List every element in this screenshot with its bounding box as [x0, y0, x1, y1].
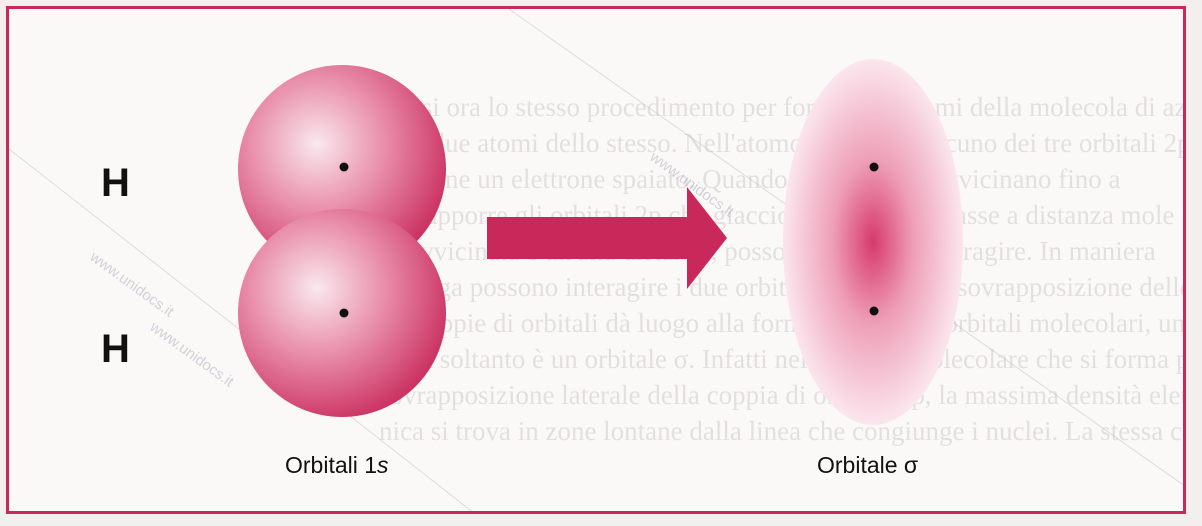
nucleus-dot — [870, 163, 879, 172]
atom-label-h-bottom: H — [101, 327, 130, 372]
caption-orbitale-sigma: Orbitale σ — [817, 452, 918, 479]
nucleus-dot — [340, 163, 349, 172]
caption-orbitali-1s-italic: s — [377, 452, 389, 478]
caption-orbitali-1s: Orbitali 1s — [285, 452, 389, 479]
caption-orbitali-1s-main: Orbitali 1 — [285, 452, 377, 478]
nucleus-dot — [340, 309, 349, 318]
right-arrow — [487, 187, 727, 289]
atom-label-h-top: H — [101, 161, 130, 206]
nucleus-dot — [870, 307, 879, 316]
orbital-sigma — [783, 59, 963, 425]
orbital-diagram — [9, 9, 1186, 514]
figure-frame: Si usi ora lo stesso procedimento per fo… — [6, 6, 1186, 514]
